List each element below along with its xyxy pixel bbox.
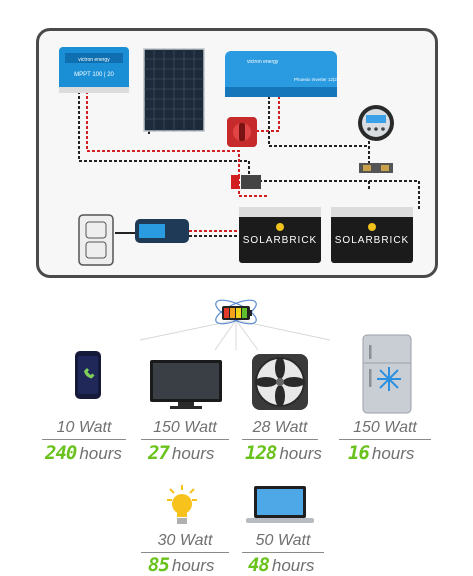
hours-unit: hours: [279, 444, 322, 463]
television-icon: [150, 360, 222, 409]
svg-text:MPPT 100 | 20: MPPT 100 | 20: [74, 72, 114, 78]
fuse-holder: [231, 175, 261, 189]
light-bulb-icon: [167, 485, 197, 524]
solar-panel: [143, 48, 205, 132]
inverter: victron energy Phoenix Inverter 12|250: [225, 51, 342, 97]
svg-text:victron energy: victron energy: [247, 59, 279, 65]
hours-value: 128: [245, 442, 277, 464]
hours-value: 48: [248, 554, 270, 576]
wire-inverter-red: [229, 91, 280, 132]
battery-charger: [115, 219, 189, 243]
battery-1: SOLARBRICK: [239, 207, 321, 263]
battery-1-brand: SOLARBRICK: [243, 235, 317, 246]
wire-inverter-black: [268, 91, 370, 161]
hours-unit: hours: [171, 556, 215, 575]
battery-monitor: [358, 105, 394, 141]
device-divider: [339, 439, 431, 440]
hours-unit: hours: [171, 444, 215, 463]
battery-switch: [227, 117, 257, 147]
system-diagram-panel: victron energy MPPT 100 | 20 victron ene…: [36, 28, 438, 278]
device-divider: [242, 439, 318, 440]
refrigerator-icon: [362, 334, 412, 414]
wire-controller-red: [86, 91, 240, 176]
device-divider: [141, 439, 229, 440]
hours-unit: hours: [271, 556, 315, 575]
shunt: [359, 163, 393, 173]
svg-text:Phoenix Inverter 12|250: Phoenix Inverter 12|250: [294, 77, 342, 82]
device-divider: [141, 552, 229, 553]
device-watt: 28 Watt: [252, 419, 308, 436]
device-watt: 50 Watt: [255, 532, 311, 549]
wire-battery-right: [369, 180, 420, 211]
device-watt: 150 Watt: [153, 419, 217, 436]
svg-text:victron energy: victron energy: [78, 57, 110, 63]
wire-controller-black: [78, 91, 250, 181]
power-distribution: [139, 299, 331, 351]
wall-outlet: [78, 214, 114, 266]
charge-controller: victron energy MPPT 100 | 20: [59, 47, 129, 93]
wire-shunt-black: [249, 180, 370, 191]
laptop-icon: [246, 486, 314, 523]
device-divider: [242, 552, 324, 553]
system-diagram: victron energy MPPT 100 | 20 victron ene…: [59, 47, 420, 266]
hours-value: 16: [348, 442, 370, 464]
battery-2-brand: SOLARBRICK: [335, 235, 409, 246]
hours-unit: hours: [371, 444, 415, 463]
fan-icon: [252, 354, 308, 410]
hours-value: 85: [148, 554, 170, 576]
battery-level-icon: [215, 299, 257, 325]
hours-value: 240: [45, 442, 77, 464]
device-watt: 10 Watt: [56, 419, 112, 436]
device-watt: 30 Watt: [157, 532, 213, 549]
device-divider: [42, 439, 126, 440]
device-watt: 150 Watt: [353, 419, 417, 436]
hours-value: 27: [148, 442, 170, 464]
hours-unit: hours: [79, 444, 122, 463]
smartphone-icon: [75, 351, 101, 399]
battery-2: SOLARBRICK: [331, 207, 413, 263]
